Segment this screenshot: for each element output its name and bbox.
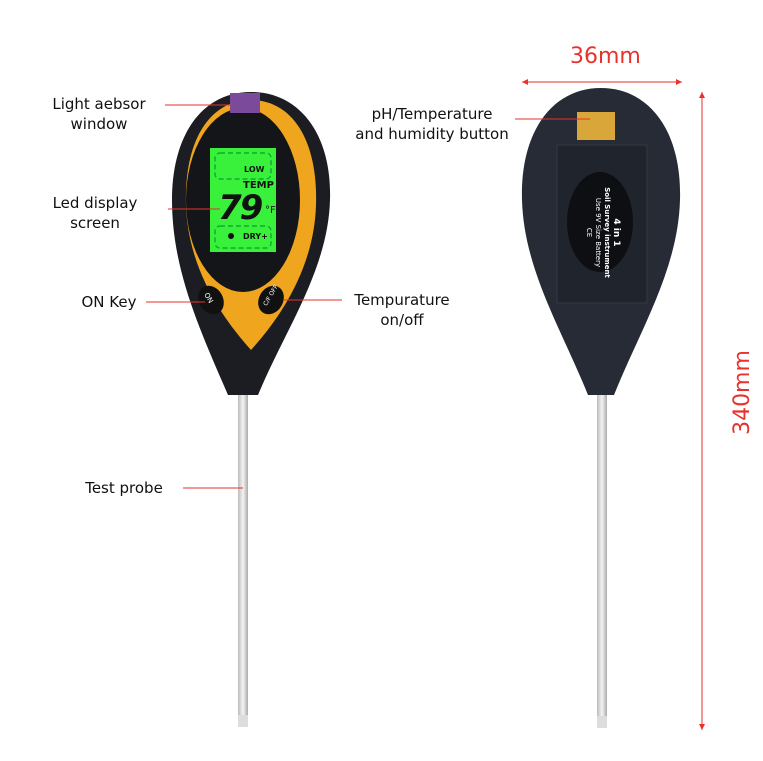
lcd-top-frame [214,152,272,180]
back-label-ce: CE [585,227,593,238]
label-line: window [70,115,128,133]
back-device [521,88,681,728]
lcd-bottom-frame [214,225,272,249]
label-line: screen [70,214,120,232]
label-on-key: ON Key [81,293,137,311]
leader-lines [146,81,703,730]
lcd-dry: DRY+ [243,232,268,241]
label-line: Tempurature [354,291,450,309]
front-device [172,92,331,727]
lcd-temp: TEMP [243,180,274,191]
lcd-value: 79 [218,188,263,228]
light-sensor-window [230,93,260,113]
back-probe [597,380,607,728]
label-led-display: Led display screen [40,193,150,233]
ph-temp-humidity-button [577,112,615,140]
length-dimension-label: 340mm [729,350,755,435]
label-test-probe: Test probe [85,479,163,497]
cf-off-button [258,285,284,315]
front-probe-tip [238,715,248,727]
lcd-dot-icon [228,233,234,239]
back-label-battery: Use 9V Size Battery [594,197,602,268]
width-dimension-label: 36mm [570,44,641,69]
label-line: Led display [52,194,138,212]
label-line: pH/Temperature [371,105,493,123]
lcd-unit: °F [265,205,276,216]
label-line: on/off [380,311,424,329]
label-line: Light aebsor [52,95,146,113]
front-probe [238,380,248,725]
lcd-screen [210,148,276,252]
label-line: and humidity button [355,125,509,143]
label-ph-button: pH/Temperature and humidity button [343,104,521,144]
lcd-low: LOW [244,165,265,174]
back-probe-tip [597,716,607,728]
back-label: 4 in 1 Soil Survey instrument Use 9V Siz… [584,185,621,280]
label-light-window: Light aebsor window [40,94,158,134]
on-key-button [198,285,224,315]
dimension-arrowheads [522,79,705,730]
back-label-subtitle: Soil Survey instrument [603,187,611,278]
label-temp-onoff: Tempurature on/off [342,290,462,330]
back-label-oval [567,172,633,272]
back-label-title: 4 in 1 [611,218,621,247]
